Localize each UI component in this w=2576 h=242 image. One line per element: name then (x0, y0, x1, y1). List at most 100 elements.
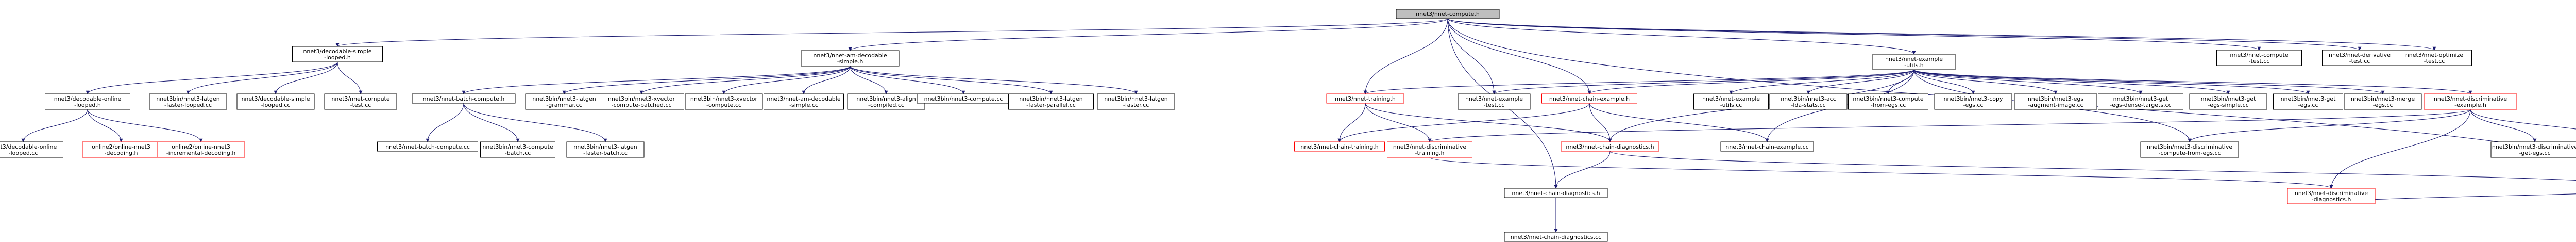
node-box (412, 93, 516, 104)
node-dtr[interactable]: nnet3/nnet-discriminative-training.h (1387, 141, 1472, 158)
edge-ex-copy (1913, 69, 1975, 94)
node-tr[interactable]: nnet3/nnet-training.h (1326, 93, 1404, 104)
node-label: -test.cc (2249, 58, 2270, 64)
node-box (149, 93, 227, 110)
node-label: nnet3bin/nnet3-compute (1853, 95, 1923, 102)
edge-disc-dcfe (2188, 109, 2471, 142)
node-nlatf[interactable]: nnet3bin/nnet3-latgen-faster-looped.cc (149, 93, 227, 110)
node-lf[interactable]: nnet3bin/nnet3-latgen-faster.cc (1097, 93, 1175, 110)
node-label: -looped.cc (261, 102, 291, 108)
node-tests[interactable]: nnet3/nnet-compute-test.cc (324, 93, 397, 110)
node-label: nnet3bin/nnet3-latgen (1104, 95, 1168, 102)
node-cbat[interactable]: nnet3bin/nnet3-compute-batch.cc (480, 141, 555, 158)
node-merge_aug[interactable]: nnet3bin/nnet3-egs-augment-image.cc (2014, 93, 2097, 110)
node-label: nnet3bin/nnet3-get (2113, 95, 2168, 102)
node-label: -get-egs.cc (2519, 150, 2550, 156)
node-dlt[interactable]: nnet3/nnet-derivative-test.cc (2322, 50, 2397, 66)
node-xvbatch[interactable]: nnet3bin/nnet3-xvector-compute-batched.c… (599, 93, 684, 110)
node-label: nnet3/nnet-compute (2230, 52, 2288, 58)
node-box (1326, 93, 1404, 104)
node-box (566, 141, 645, 158)
node-acc[interactable]: nnet3bin/nnet3-acc-lda-stats.cc (1769, 93, 1848, 110)
node-lfb[interactable]: nnet3bin/nnet3-latgen-faster-batch.cc (566, 141, 645, 158)
node-label: nnet3bin/nnet3-latgen (532, 95, 596, 102)
node-ex[interactable]: nnet3/nnet-example-utils.h (1872, 54, 1956, 70)
node-label: -compiled.cc (868, 102, 904, 108)
edge-disc-dge (2470, 109, 2537, 142)
node-ds[interactable]: nnet3/decodable-simple-looped.h (292, 46, 383, 62)
node-latgram[interactable]: nnet3bin/nnet3-latgen-grammar.cc (525, 93, 603, 110)
node-simple[interactable]: nnet3bin/nnet3-get-egs-simple.cc (2189, 93, 2267, 110)
node-label: nnet3bin/nnet3-align (856, 95, 916, 102)
node-bccc[interactable]: nnet3/nnet-batch-compute.cc (377, 141, 478, 152)
node-chtr[interactable]: nnet3/nnet-chain-training.h (1294, 141, 1385, 152)
node-label: -faster-looped.cc (164, 102, 212, 108)
edge-ex-mergeegs (1913, 69, 2385, 94)
node-label: nnet3/nnet-discriminative (2295, 190, 2368, 197)
edge-chex-chexcc (1589, 103, 1769, 142)
node-label: nnet3/nnet-compute (331, 95, 389, 102)
node-root[interactable]: nnet3/nnet-compute.h (1396, 9, 1500, 19)
node-box (1294, 141, 1385, 152)
node-disc[interactable]: nnet3/nnet-discriminative-example.h (2424, 93, 2517, 110)
node-amdcc[interactable]: nnet3/nnet-am-decodable-simple.cc (764, 93, 844, 110)
node-getegs[interactable]: nnet3bin/nnet3-get-egs.cc (2273, 93, 2343, 110)
node-label: nnet3bin/nnet3-compute.cc (924, 95, 1003, 102)
edge-ex-exu (1729, 69, 1914, 94)
node-bc[interactable]: nnet3/nnet-batch-compute.h (412, 93, 516, 104)
edge-root-ex (1447, 18, 1916, 55)
node-box (2344, 93, 2422, 110)
node-exu[interactable]: nnet3/nnet-example-utils.cc (1693, 93, 1769, 110)
node-xvc[interactable]: nnet3bin/nnet3-xvector-compute.cc (685, 93, 763, 110)
node-label: nnet3/nnet-chain-diagnostics.h (1512, 190, 1600, 197)
node-label: nnet3bin/nnet3-compute (482, 143, 553, 150)
node-ol2[interactable]: online2/online-nnet3-decoding.h (82, 141, 160, 158)
node-label: -faster.cc (1123, 102, 1149, 108)
node-mergeegs[interactable]: nnet3bin/nnet3-merge-egs.cc (2344, 93, 2422, 110)
node-box (2098, 93, 2183, 110)
node-box (1387, 141, 1472, 158)
edge-chex-chtr (1337, 103, 1590, 142)
node-dol[interactable]: nnet3/decodable-online-looped.h (45, 93, 130, 110)
node-label: -grammar.cc (546, 102, 582, 108)
node-box (1693, 93, 1769, 110)
node-label: online2/online-nnet3 (92, 143, 150, 150)
node-label: -test.cc (1484, 102, 1505, 108)
node-label: nnet3/decodable-simple (303, 48, 371, 55)
node-chexcc[interactable]: nnet3/nnet-chain-example.cc (1720, 141, 1814, 152)
node-box (1934, 93, 2012, 110)
node-lfp[interactable]: nnet3bin/nnet3-latgen-faster-parallel.cc (1008, 93, 1094, 110)
node-align[interactable]: nnet3bin/nnet3-align-compiled.cc (847, 93, 925, 110)
node-dense[interactable]: nnet3bin/nnet3-get-egs-dense-targets.cc (2098, 93, 2183, 110)
edge-adc-latgram (562, 66, 851, 94)
node-chex[interactable]: nnet3/nnet-chain-example.h (1541, 93, 1637, 104)
node-adc[interactable]: nnet3/nnet-am-decodable-simple.h (801, 50, 900, 67)
node-cmp[interactable]: nnet3/nnet-compute-test.cc (2216, 50, 2302, 66)
edge-ds-dol (86, 61, 338, 94)
node-label: nnet3/nnet-discriminative (2434, 95, 2507, 102)
node-label: -egs.cc (2298, 102, 2318, 108)
node-label: -test.cc (2349, 58, 2370, 64)
node-n3c[interactable]: nnet3bin/nnet3-compute.cc (917, 93, 1010, 104)
edge-root-adc (848, 18, 1448, 51)
node-dge[interactable]: nnet3bin/nnet3-discriminative-get-egs.cc (2490, 141, 2576, 158)
node-copy[interactable]: nnet3bin/nnet3-copy-egs.cc (1934, 93, 2012, 110)
node-box (2273, 93, 2343, 110)
node-box (1504, 232, 1608, 242)
node-dcfe[interactable]: nnet3bin/nnet3-discriminative-compute-fr… (2140, 141, 2239, 158)
edge-ex-merge_aug (1913, 69, 2058, 94)
node-dslcc[interactable]: nnet3/decodable-simple-looped.cc (236, 93, 315, 110)
node-chdiagcc2[interactable]: nnet3/nnet-chain-diagnostics.cc (1504, 232, 1608, 242)
node-olinc[interactable]: online2/online-nnet3-incremental-decodin… (157, 141, 245, 158)
node-chdiagcc[interactable]: nnet3/nnet-chain-diagnostics.h (1504, 188, 1608, 198)
node-label: nnet3/nnet-example (1885, 56, 1943, 62)
edge-ex-disc (1913, 69, 2472, 94)
node-ext[interactable]: nnet3/nnet-example-test.cc (1458, 93, 1531, 110)
node-box (2424, 93, 2517, 110)
node-ddiag[interactable]: nnet3/nnet-discriminative-diagnostics.h (2287, 188, 2376, 204)
edge-adc-align (850, 66, 888, 94)
node-chdiag[interactable]: nnet3/nnet-chain-diagnostics.h (1561, 141, 1659, 152)
node-opt[interactable]: nnet3/nnet-optimize-test.cc (2397, 50, 2472, 66)
node-cfe[interactable]: nnet3bin/nnet3-compute-from-egs.cc (1848, 93, 1928, 110)
node-olcc[interactable]: nnet3/decodable-online-looped.cc (0, 141, 63, 158)
